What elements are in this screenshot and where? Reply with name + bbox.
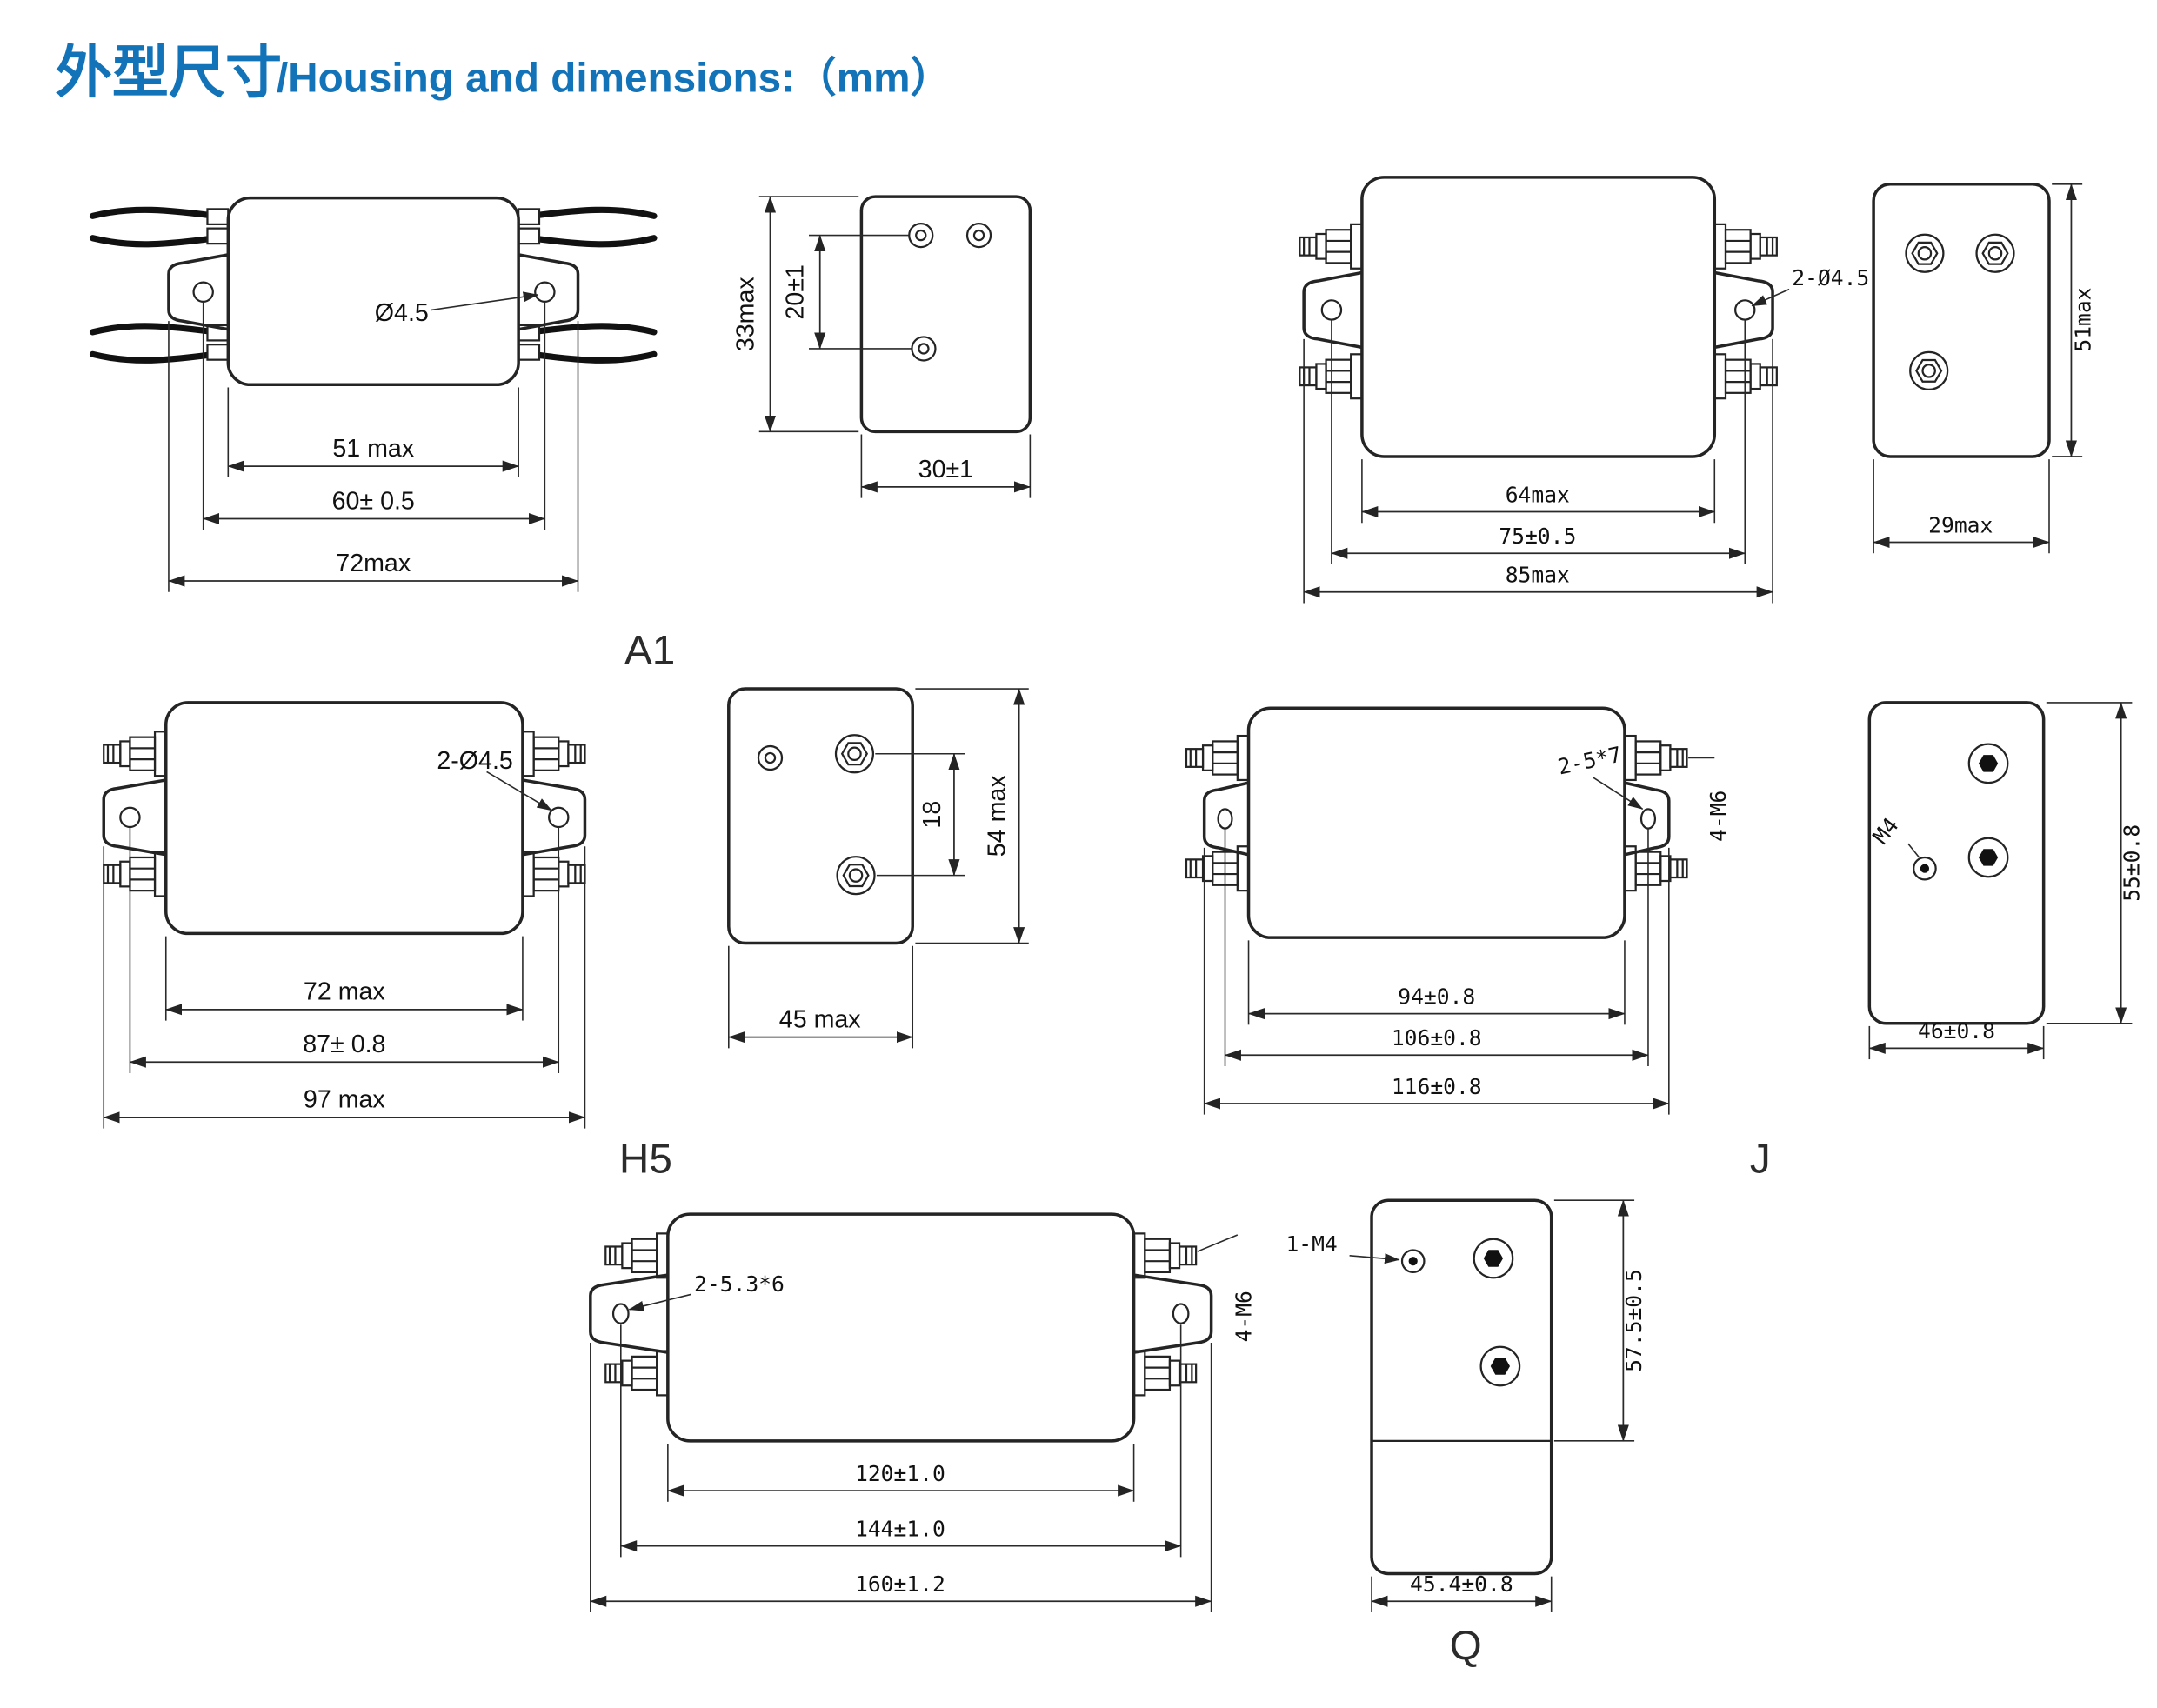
dim-a1-hole-span: 60± 0.5	[332, 487, 415, 515]
b-side-geometry	[1299, 176, 1790, 604]
dim-j-ground: M4	[1868, 813, 1904, 849]
dim-a1-body-width: 51 max	[332, 435, 414, 463]
dim-j-overall-width: 116±0.8	[1392, 1074, 1482, 1099]
dim-j-hole-span: 106±0.8	[1392, 1025, 1482, 1051]
dim-h5-end-terminal-pitch: 18	[918, 801, 946, 829]
dim-b-body-width: 64max	[1506, 482, 1570, 507]
dim-h5-body-width: 72 max	[304, 978, 385, 1006]
dim-j-slot: 2-5*7	[1555, 742, 1624, 780]
dim-q-slot: 2-5.3*6	[694, 1271, 785, 1297]
dim-a1-end-height: 33max	[731, 277, 759, 351]
dim-a1-end-hole-pitch: 20±1	[782, 264, 810, 319]
dim-q-end-width: 45.4±0.8	[1410, 1571, 1513, 1597]
dim-b-end-height: 51max	[2071, 287, 2096, 351]
dim-b-hole-span: 75±0.5	[1499, 524, 1576, 549]
dim-b-end-width: 29max	[1928, 512, 1993, 537]
dim-j-stud: 4-M6	[1706, 791, 1731, 842]
q-end-geometry	[1349, 1198, 1635, 1612]
dim-j-body-width: 94±0.8	[1398, 984, 1475, 1009]
dim-j-end-height: 55±0.8	[2119, 824, 2144, 902]
j-side-geometry	[1185, 706, 1715, 1115]
dim-h5-hole-span: 87± 0.8	[303, 1031, 385, 1058]
j-end-geometry	[1867, 701, 2133, 1060]
figure-label-j: J	[1750, 1136, 1771, 1182]
dim-q-overall-width: 160±1.2	[855, 1571, 945, 1597]
figure-b: 2-Ø4.5 64max 75±0.5 85max 51max 29max	[1299, 176, 2096, 604]
figure-a1: Ø4.5 51 max 60± 0.5 72max A1 33max 20±1 …	[89, 195, 1032, 673]
dim-a1-hole-dia: Ø4.5	[375, 299, 429, 327]
h5-side-geometry	[102, 701, 587, 1129]
dim-q-end-height: 57.5±0.5	[1621, 1269, 1646, 1372]
dim-q-body-width: 120±1.0	[855, 1461, 945, 1486]
dim-h5-end-height: 54 max	[984, 775, 1012, 857]
dim-a1-end-width: 30±1	[918, 456, 973, 484]
dim-h5-end-width: 45 max	[779, 1006, 861, 1034]
page-title-en: /Housing and dimensions:（mm）	[277, 55, 952, 101]
figure-label-q: Q	[1450, 1623, 1482, 1669]
dim-q-stud: 4-M6	[1232, 1291, 1257, 1342]
h5-end-geometry	[727, 687, 1029, 1049]
a1-wire-leads	[89, 206, 658, 364]
dim-q-hole-span: 144±1.0	[855, 1517, 945, 1542]
dim-h5-hole-dia: 2-Ø4.5	[437, 747, 512, 775]
dim-j-end-width: 46±0.8	[1918, 1018, 1995, 1044]
q-side-geometry	[589, 1212, 1239, 1612]
a1-end-geometry	[758, 195, 1032, 498]
a1-wire-ferrules	[206, 208, 541, 361]
figure-h5: 2-Ø4.5 72 max 87± 0.8 97 max H5 18 54 ma…	[102, 687, 1029, 1182]
a1-side-geometry	[89, 196, 658, 592]
b-end-geometry	[1872, 183, 2083, 554]
figure-q: 2-5.3*6 4-M6 120±1.0 144±1.0 160±1.2 1-M…	[589, 1198, 1646, 1669]
dim-a1-overall-width: 72max	[336, 550, 411, 577]
figure-j: 2-5*7 4-M6 94±0.8 106±0.8 116±0.8 J M4 5…	[1185, 701, 2144, 1182]
page-title-cn: 外型尺寸	[56, 40, 283, 105]
figure-label-h5: H5	[619, 1136, 672, 1182]
dim-q-ground: 1-M4	[1286, 1231, 1337, 1257]
dim-b-hole-dia: 2-Ø4.5	[1792, 265, 1869, 290]
figure-label-a1: A1	[624, 627, 675, 673]
dim-h5-overall-width: 97 max	[304, 1086, 385, 1114]
dim-b-overall-width: 85max	[1506, 563, 1570, 588]
